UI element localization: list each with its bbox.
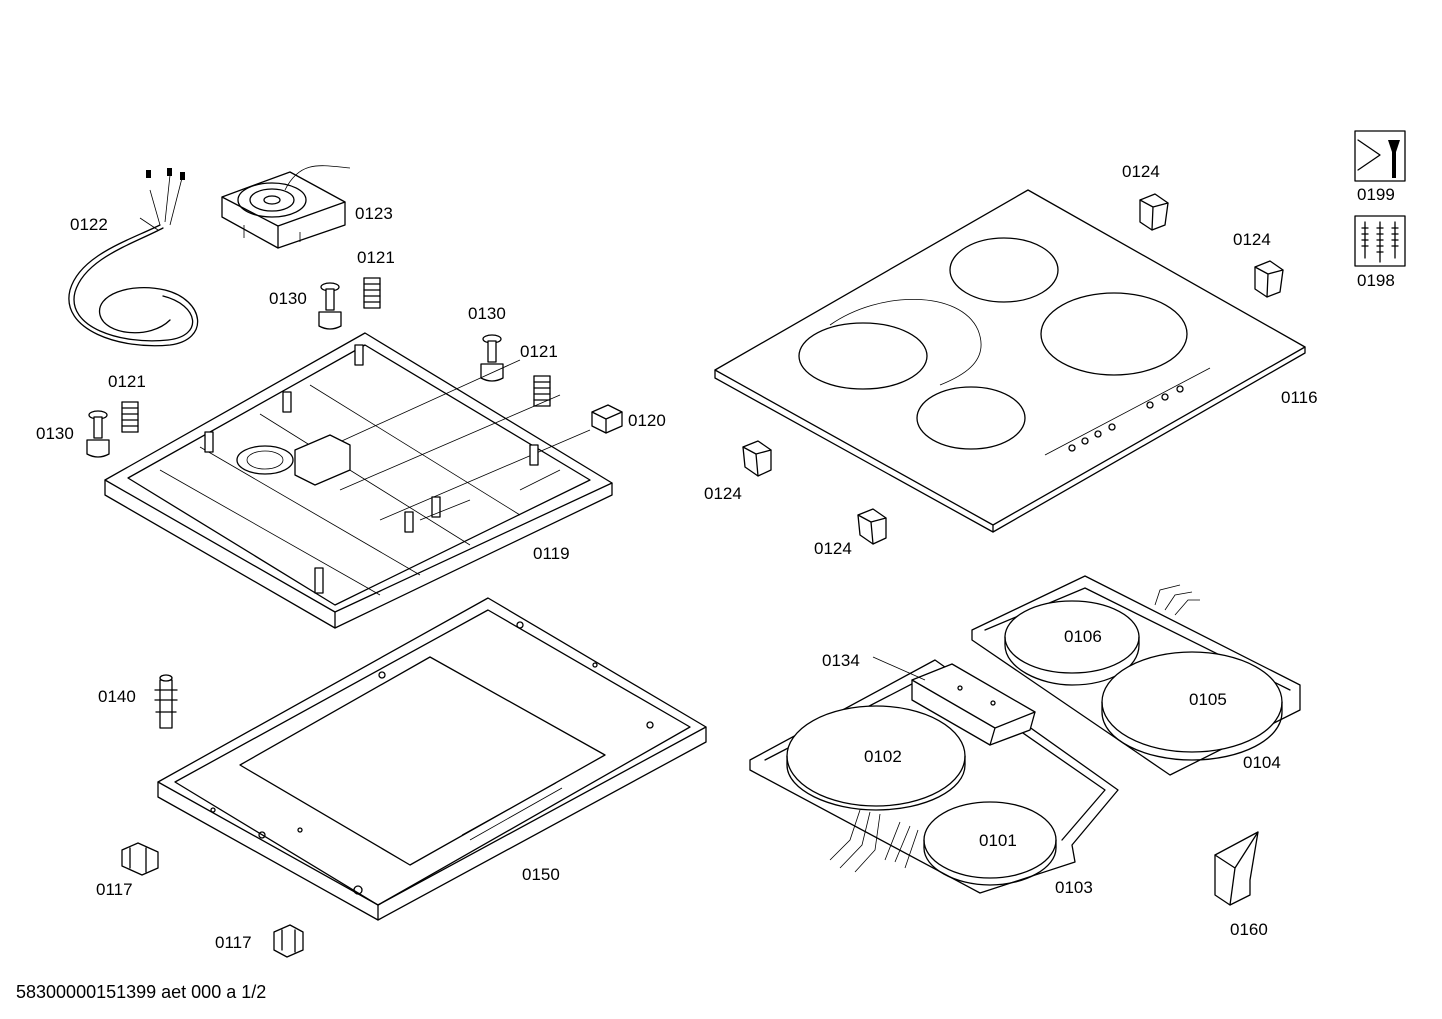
screws-icon-0198: [1354, 215, 1406, 267]
label-0124-c: 0124: [704, 484, 742, 503]
label-0124-d: 0124: [814, 539, 852, 558]
pin-0140: [154, 674, 178, 729]
foot-0130-top: [318, 282, 342, 330]
fan-0123: [221, 165, 351, 249]
tools-icon-0199: [1354, 130, 1406, 182]
label-0198: 0198: [1357, 271, 1395, 290]
clip-0117-bottom: [273, 924, 304, 958]
label-0130-top: 0130: [269, 289, 307, 308]
label-0199: 0199: [1357, 185, 1395, 204]
bracket-0124-d: [857, 508, 887, 545]
bracket-0124-b: [1254, 260, 1284, 298]
bracket-0124-a: [1139, 193, 1169, 231]
heater-0102: [786, 705, 966, 811]
label-0103: 0103: [1055, 878, 1093, 897]
bracket-0124-c: [742, 440, 772, 477]
cable-0122: [68, 168, 199, 347]
label-0121-top: 0121: [357, 248, 395, 267]
foot-0130-left: [86, 410, 110, 458]
label-0160: 0160: [1230, 920, 1268, 939]
glass-top-0116: [714, 189, 1306, 533]
label-0123: 0123: [355, 204, 393, 223]
label-0140: 0140: [98, 687, 136, 706]
label-0104: 0104: [1243, 753, 1281, 772]
label-0117-bottom: 0117: [215, 933, 252, 952]
frame-0150: [157, 597, 707, 921]
spring-0121-top: [363, 277, 381, 309]
label-0130-mid: 0130: [468, 304, 506, 323]
label-0121-left: 0121: [108, 372, 146, 391]
spring-0121-right: [533, 375, 551, 407]
clip-0120: [591, 404, 623, 434]
heater-0101: [923, 801, 1057, 886]
label-0106: 0106: [1064, 627, 1102, 646]
label-0117-left: 0117: [96, 880, 133, 899]
label-0124-a: 0124: [1122, 162, 1160, 181]
housing-0119: [104, 332, 613, 629]
heater-wires: [829, 584, 1200, 873]
foot-0130-mid: [480, 334, 504, 382]
label-0105: 0105: [1189, 690, 1227, 709]
spring-0121-left: [121, 401, 139, 433]
label-0120: 0120: [628, 411, 666, 430]
label-0116: 0116: [1281, 388, 1318, 407]
bracket-0160: [1214, 831, 1259, 906]
heater-0105: [1101, 651, 1283, 761]
label-0122: 0122: [70, 215, 108, 234]
heater-0106: [1004, 600, 1140, 686]
document-id-footer: 58300000151399 aet 000 a 1/2: [16, 982, 267, 1002]
label-0102: 0102: [864, 747, 902, 766]
label-0101: 0101: [979, 831, 1017, 850]
label-0134: 0134: [822, 651, 860, 670]
label-0124-b: 0124: [1233, 230, 1271, 249]
label-0150: 0150: [522, 865, 560, 884]
label-0130-left: 0130: [36, 424, 74, 443]
label-0121-mid: 0121: [520, 342, 558, 361]
label-0119: 0119: [533, 544, 570, 563]
clip-0117-left: [121, 842, 159, 876]
heater-0134: [872, 656, 1036, 746]
